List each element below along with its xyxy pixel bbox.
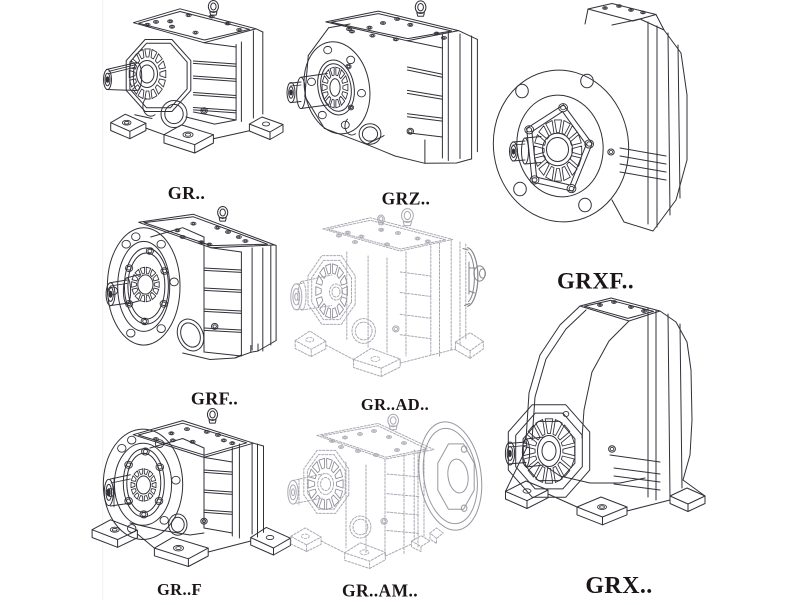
svg-text:GR..F: GR..F: [157, 580, 202, 599]
svg-text:GR..: GR..: [168, 183, 206, 203]
svg-text:GR..AM..: GR..AM..: [342, 581, 418, 601]
svg-text:GRF..: GRF..: [191, 389, 238, 409]
svg-text:GRX..: GRX..: [585, 573, 652, 599]
svg-text:GR..AD..: GR..AD..: [361, 395, 429, 414]
svg-text:GRXF..: GRXF..: [557, 269, 634, 294]
svg-text:GRZ..: GRZ..: [382, 189, 431, 209]
